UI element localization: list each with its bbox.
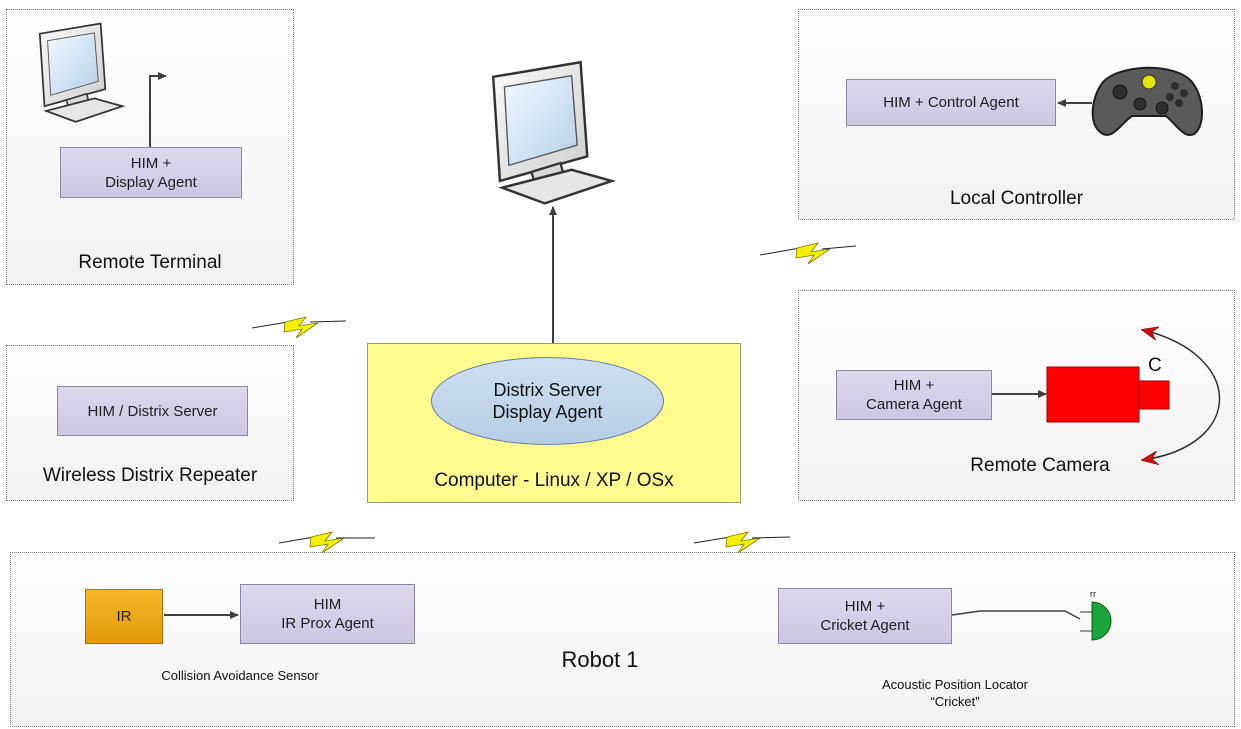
box-line2: IR Prox Agent <box>281 615 374 632</box>
box-label: HIM + Control Agent <box>883 94 1019 111</box>
distrix-server-ellipse: Distrix Server Display Agent <box>431 357 664 445</box>
repeater-label: Wireless Distrix Repeater <box>42 465 258 486</box>
camera-letter: C <box>1148 355 1162 376</box>
box-line1: HIM + <box>844 598 886 615</box>
wireless-bolt-icon <box>693 531 791 554</box>
ellipse-line2: Display Agent <box>492 402 603 422</box>
camera-icon <box>1046 366 1170 423</box>
monitor-icon <box>38 22 126 123</box>
display-agent-connector <box>149 72 167 147</box>
wireless-bolt-icon <box>759 242 857 265</box>
ir-label: IR <box>116 608 132 625</box>
acoustic-locator-caption-line1: Acoustic Position Locator <box>882 677 1028 692</box>
ellipse-line1: Distrix Server <box>493 380 602 400</box>
cricket-connector <box>951 610 1081 620</box>
robot-label: Robot 1 <box>561 647 639 672</box>
ir-sensor-box: IR <box>85 589 163 644</box>
remote-terminal-label: Remote Terminal <box>78 252 222 273</box>
cricket-mark: rr <box>1090 589 1096 599</box>
remote-camera-label: Remote Camera <box>970 455 1110 476</box>
box-label: HIM / Distrix Server <box>87 402 218 420</box>
wireless-bolt-icon <box>251 316 347 339</box>
monitor-icon <box>491 60 617 205</box>
box-line2: Display Agent <box>105 173 197 191</box>
local-controller-label: Local Controller <box>949 188 1084 209</box>
camera-rotation-arc <box>1143 330 1221 460</box>
him-control-agent-box: HIM + Control Agent <box>846 79 1056 126</box>
him-display-agent-box: HIM + Display Agent <box>60 147 242 198</box>
box-line1: HIM + <box>893 377 935 394</box>
acoustic-locator-caption-line2: “Cricket” <box>930 694 980 709</box>
robot-group <box>10 552 1235 727</box>
computer-label: Computer - Linux / XP / OSx <box>434 470 674 491</box>
collision-avoidance-caption: Collision Avoidance Sensor <box>161 668 319 683</box>
box-line2: Camera Agent <box>866 396 962 413</box>
him-cricket-agent-box: HIM + Cricket Agent <box>778 588 952 644</box>
box-line1: HIM + <box>130 154 172 172</box>
cricket-sensor-icon <box>1080 601 1112 641</box>
wireless-bolt-icon <box>278 531 375 554</box>
gamepad-icon <box>1091 66 1203 136</box>
him-distrix-server-box: HIM / Distrix Server <box>57 386 248 436</box>
box-line1: HIM <box>313 596 342 613</box>
box-line2: Cricket Agent <box>820 617 910 634</box>
him-camera-agent-box: HIM + Camera Agent <box>836 370 992 420</box>
him-ir-prox-agent-box: HIM IR Prox Agent <box>240 584 415 644</box>
